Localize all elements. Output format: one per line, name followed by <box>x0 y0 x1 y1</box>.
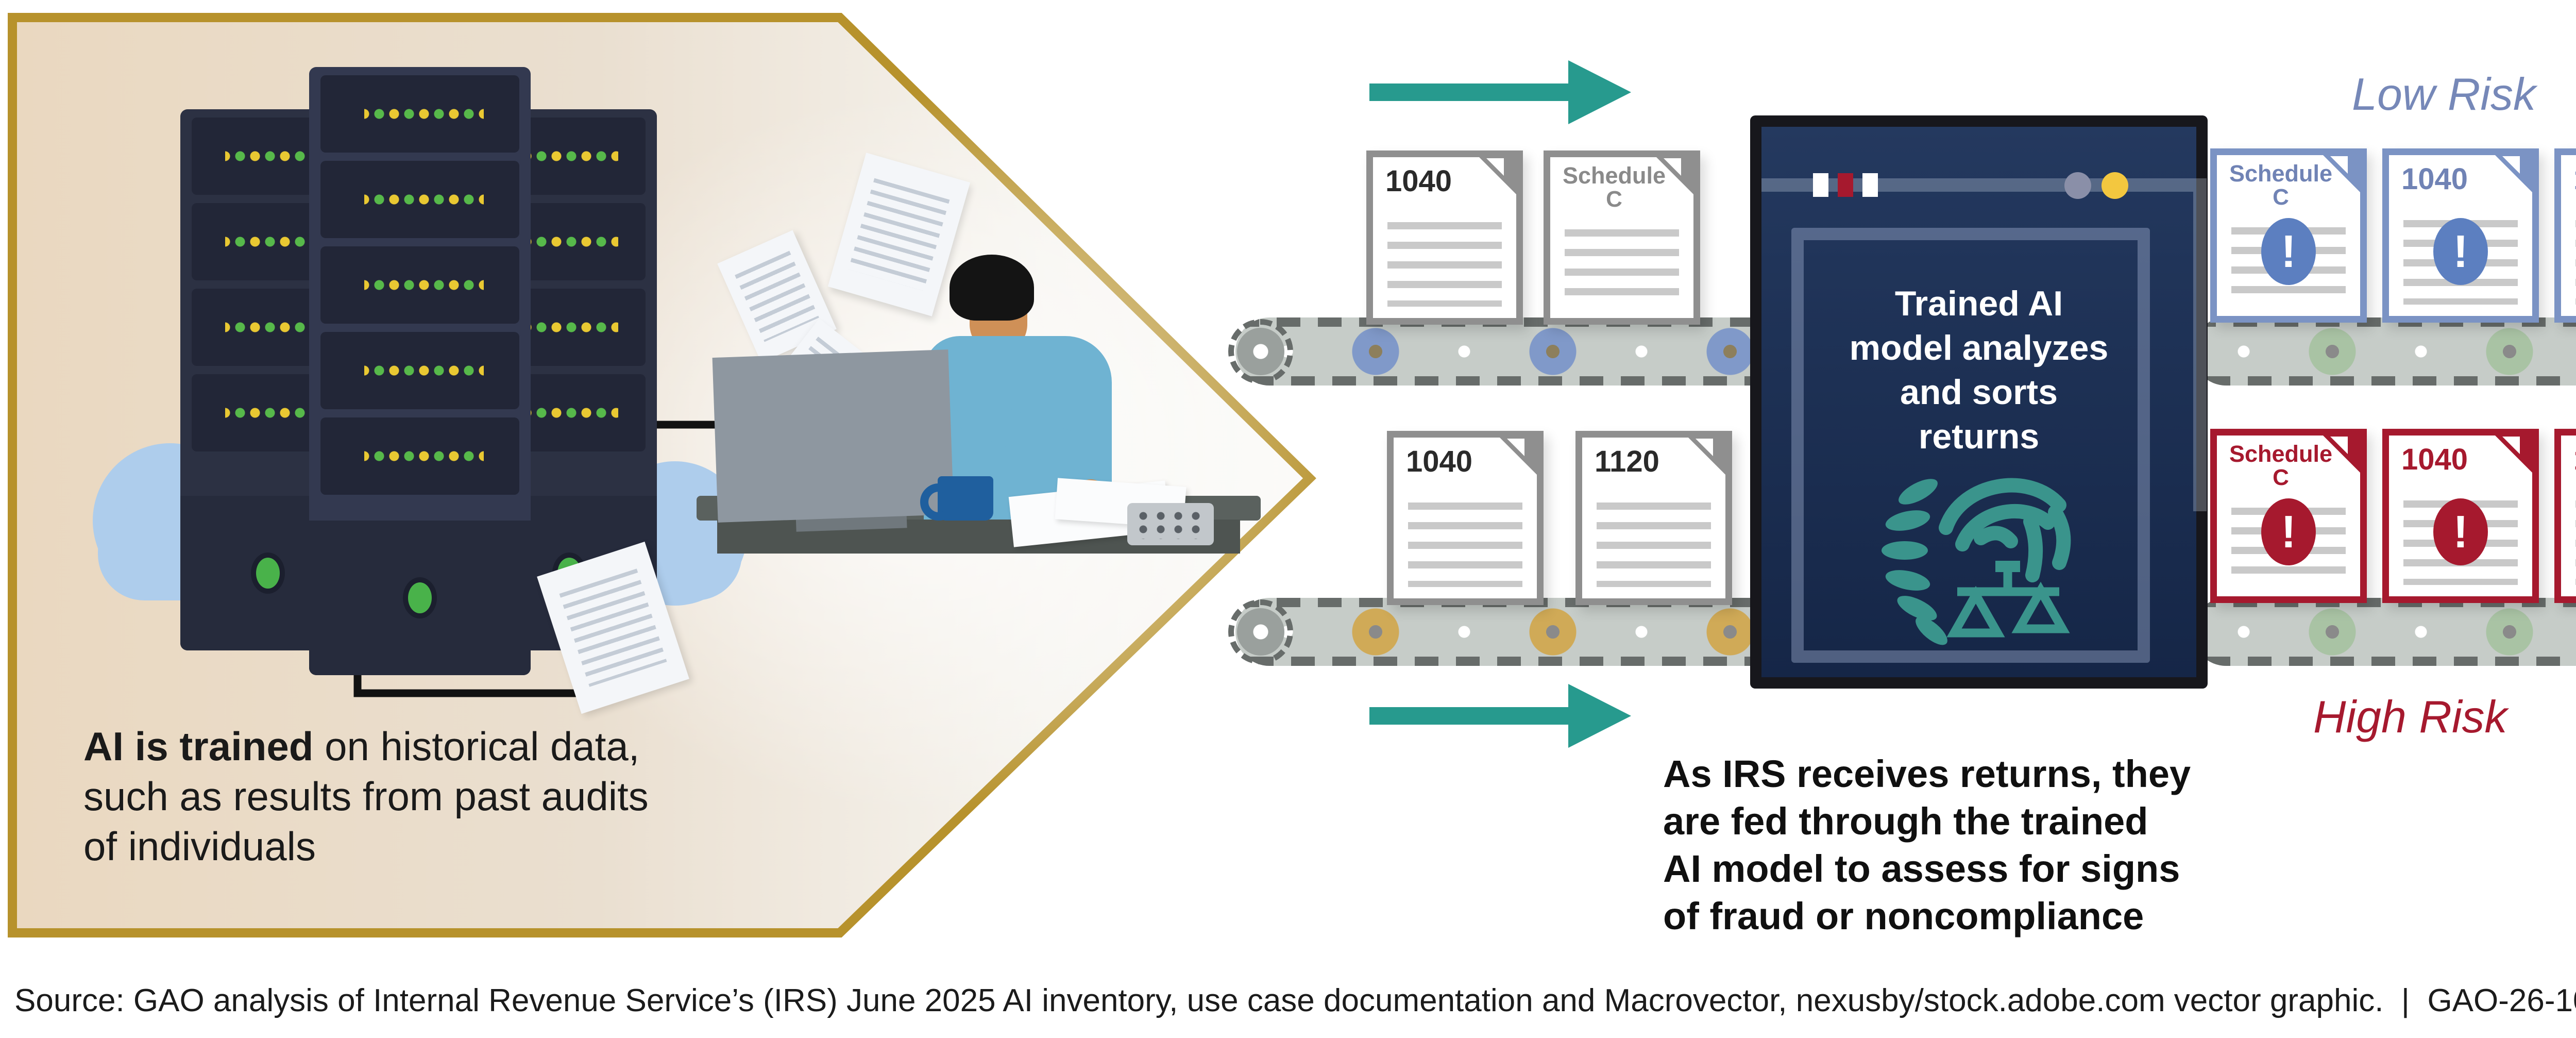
training-caption: AI is trained on historical data, such a… <box>83 722 784 872</box>
page-fold-icon <box>1656 157 1693 194</box>
low-risk-form-schedule-c: Schedule C ! <box>2210 148 2367 323</box>
conveyor-input-bottom <box>1228 598 1794 666</box>
form-text-lines <box>1565 229 1679 307</box>
flag-stripe-icon <box>1838 173 1853 197</box>
flow-arrow-bottom-head <box>1568 684 1631 748</box>
form-title: 1040 <box>1406 445 1473 478</box>
model-title-line: and sorts <box>1900 373 2058 412</box>
exclamation-badge-icon: ! <box>2433 498 2488 566</box>
form-text-lines <box>1597 503 1711 587</box>
training-caption-line2: such as results from past audits <box>83 774 649 819</box>
server-unit <box>320 417 519 495</box>
tax-form-schedule-c: Schedule C <box>1544 150 1700 325</box>
power-led <box>251 553 285 594</box>
form-title: 1120 <box>2561 436 2576 476</box>
flow-arrow-top-head <box>1568 60 1631 124</box>
flow-arrow-top <box>1369 83 1569 101</box>
exclamation-badge-icon: ! <box>2261 498 2316 566</box>
middle-caption-line: As IRS receives returns, they <box>1663 752 2191 795</box>
page-fold-icon <box>1479 157 1516 194</box>
low-risk-form-1120: 1120 ! <box>2554 148 2576 323</box>
form-title: Schedule <box>2229 441 2333 467</box>
middle-caption: As IRS receives returns, they are fed th… <box>1663 750 2333 940</box>
middle-caption-line: AI model to assess for signs <box>1663 847 2180 890</box>
server-unit <box>320 161 519 238</box>
server-base <box>309 521 531 675</box>
exclamation-badge-icon: ! <box>2433 218 2488 286</box>
page-fold-icon <box>1688 438 1725 475</box>
window-frame-accent <box>1761 178 2207 511</box>
model-title-line: model analyzes <box>1849 328 2109 367</box>
flow-arrow-bottom <box>1369 707 1569 725</box>
tax-form-1120: 1120 <box>1575 431 1732 605</box>
page-fold-icon <box>1500 438 1537 475</box>
irs-eagle-logo-icon <box>1882 478 2071 645</box>
model-box-title: Trained AI model analyzes and sorts retu… <box>1792 281 2165 459</box>
page-fold-icon <box>2495 436 2532 473</box>
form-title-line2: C <box>1606 187 1622 212</box>
form-title: 1040 <box>2401 443 2468 476</box>
analyst-hair <box>950 255 1034 321</box>
server-unit <box>320 332 519 409</box>
tax-form-1040: 1040 <box>1387 431 1544 605</box>
form-title: Schedule <box>1562 162 1666 189</box>
model-title-line: returns <box>1918 417 2040 456</box>
inner-frame <box>1791 228 2150 663</box>
conveyor-end-roller <box>1228 599 1293 664</box>
server-rack-center <box>309 67 531 675</box>
window-dot-icon <box>2102 172 2128 199</box>
exclamation-badge-icon: ! <box>2261 218 2316 286</box>
form-title: 1040 <box>1385 164 1452 198</box>
conveyor-output-bottom <box>2192 598 2576 666</box>
form-text-lines <box>1387 222 1502 307</box>
trained-ai-model-box: Trained AI model analyzes and sorts retu… <box>1750 115 2208 689</box>
form-title: 1120 <box>2561 155 2576 195</box>
form-title-line2: C <box>2273 185 2289 210</box>
form-title-line2: C <box>2273 465 2289 490</box>
high-risk-form-1120: 1120 ! <box>2554 429 2576 603</box>
source-line: Source: GAO analysis of Internal Revenue… <box>14 983 2576 1018</box>
training-caption-line3: of individuals <box>83 824 316 869</box>
form-title: 1040 <box>2401 162 2468 196</box>
tax-form-1040: 1040 <box>1366 150 1523 325</box>
training-caption-bold: AI is trained <box>83 724 314 769</box>
calculator <box>1127 503 1214 545</box>
coffee-mug <box>920 476 993 521</box>
server-unit <box>320 246 519 324</box>
server-unit <box>320 75 519 153</box>
conveyor-input-top <box>1228 317 1789 386</box>
form-title: Schedule <box>2229 160 2333 187</box>
form-title: 1120 <box>1595 445 1659 478</box>
power-led <box>403 577 437 618</box>
conveyor-output-top <box>2192 317 2576 386</box>
form-text-lines <box>1408 503 1522 587</box>
page-fold-icon <box>2495 155 2532 192</box>
flag-stripe-icon <box>1862 173 1878 197</box>
training-caption-rest: on historical data, <box>313 724 640 769</box>
window-dot-icon <box>2064 172 2091 199</box>
low-risk-label: Low Risk <box>2352 69 2536 120</box>
middle-caption-line: are fed through the trained <box>1663 800 2148 843</box>
high-risk-label: High Risk <box>2313 691 2507 742</box>
page-fold-icon <box>2323 436 2360 473</box>
page-fold-icon <box>2323 155 2360 192</box>
low-risk-form-1040: 1040 ! <box>2382 148 2539 323</box>
middle-caption-line: of fraud or noncompliance <box>1663 895 2144 937</box>
high-risk-form-1040: 1040 ! <box>2382 429 2539 603</box>
conveyor-end-roller <box>1228 319 1293 384</box>
model-title-line: Trained AI <box>1894 284 2063 323</box>
high-risk-form-schedule-c: Schedule C ! <box>2210 429 2367 603</box>
flag-stripe-icon <box>1813 173 1828 197</box>
monitor-back <box>712 349 954 523</box>
